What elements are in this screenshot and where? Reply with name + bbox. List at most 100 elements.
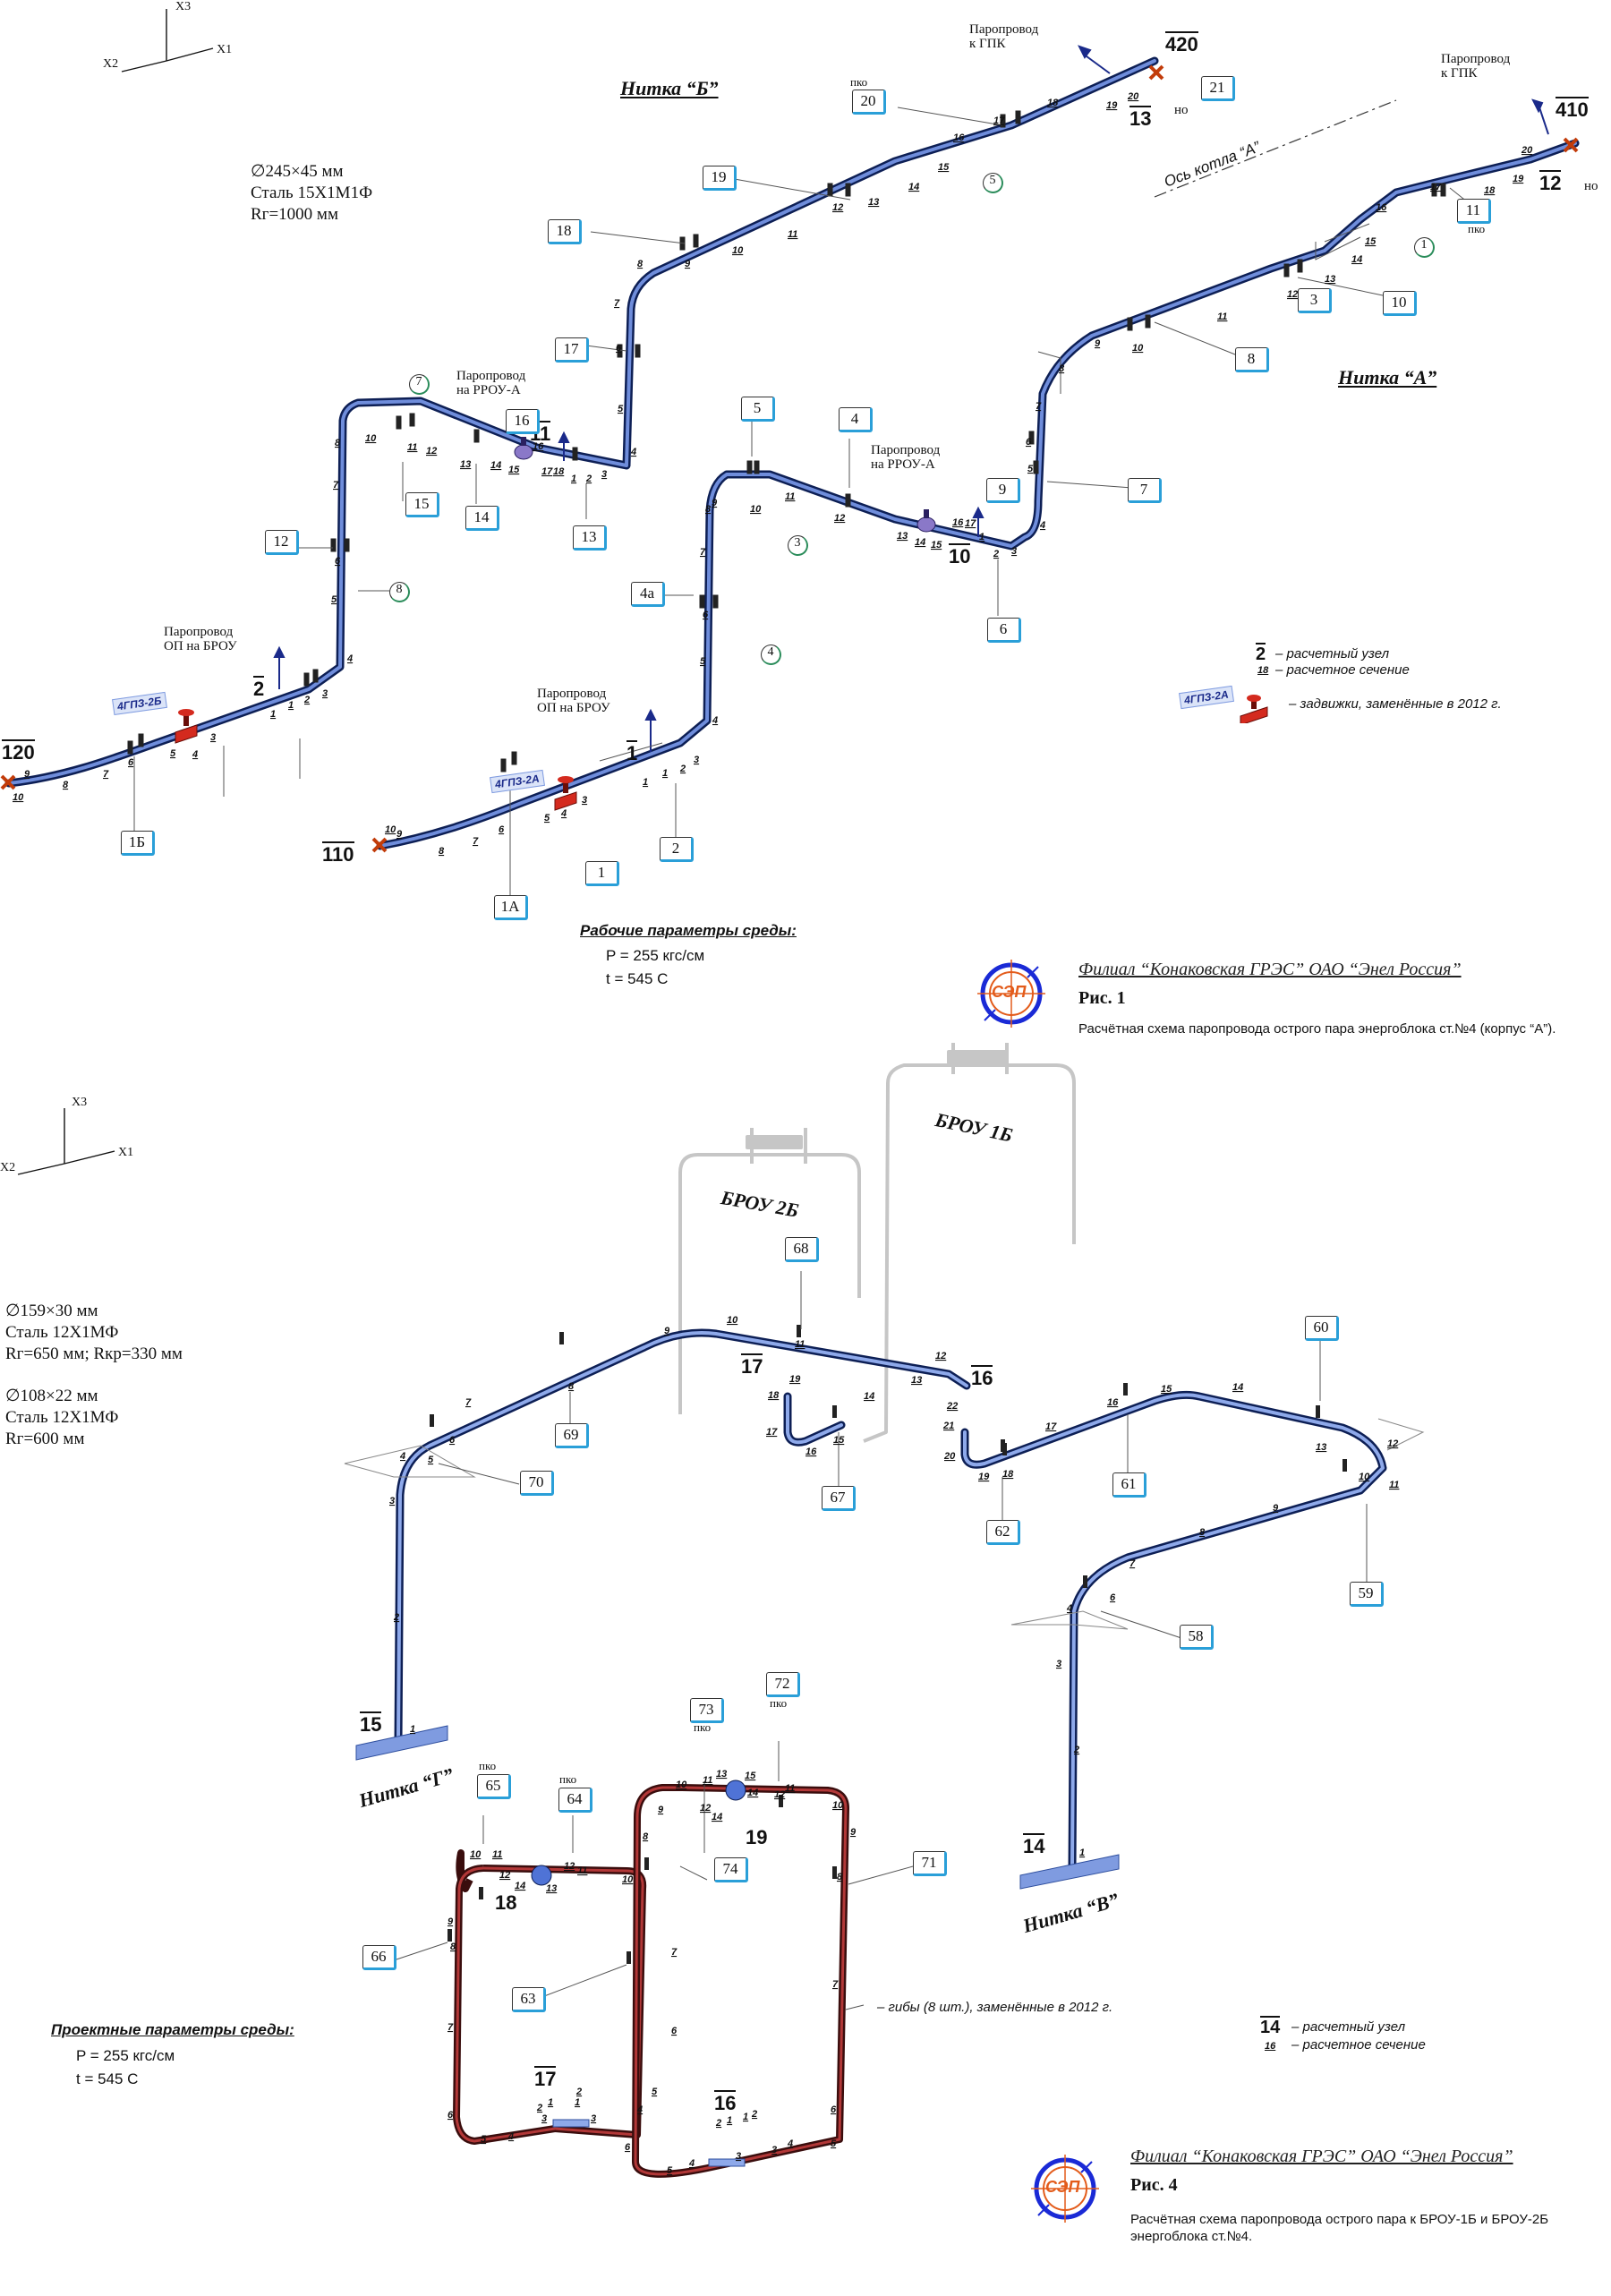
spec4-steel: Сталь 12Х1МФ — [5, 1323, 119, 1342]
svg-text:15: 15 — [745, 1771, 756, 1781]
svg-text:22: 22 — [946, 1401, 958, 1412]
svg-text:9: 9 — [1095, 338, 1101, 349]
support-label-59: 59 — [1350, 1582, 1384, 1607]
svg-text:14: 14 — [1351, 254, 1362, 265]
svg-text:14: 14 — [864, 1391, 874, 1402]
svg-text:9: 9 — [658, 1805, 664, 1815]
spec4-diameter: ∅159×30 мм — [5, 1302, 98, 1320]
legend-node-text: – расчетный узел — [1275, 646, 1390, 661]
anchor-110 — [371, 837, 388, 853]
svg-text:13: 13 — [1325, 274, 1335, 285]
svg-text:11: 11 — [785, 491, 795, 502]
annotation-rrou-a: Паропровод на РРОУ-А — [871, 443, 941, 472]
tees-fig4 — [531, 1780, 746, 2167]
valve-thread-b — [175, 709, 198, 744]
svg-text:13: 13 — [897, 531, 908, 542]
svg-text:18: 18 — [1002, 1469, 1014, 1480]
svg-text:8: 8 — [63, 780, 69, 790]
svg-text:6: 6 — [703, 610, 709, 620]
svg-text:12: 12 — [1387, 1438, 1398, 1449]
node-10: 10 — [949, 543, 971, 568]
svg-text:8: 8 — [450, 1942, 456, 1952]
svg-text:6: 6 — [448, 2110, 454, 2121]
logo-text-fig1: СЭП — [992, 983, 1027, 1001]
svg-text:5: 5 — [652, 2087, 658, 2097]
svg-text:12: 12 — [834, 513, 845, 524]
svg-text:10: 10 — [470, 1849, 482, 1860]
svg-text:9: 9 — [448, 1916, 454, 1927]
pko4-65: пко — [479, 1759, 497, 1772]
svg-text:14: 14 — [747, 1788, 758, 1798]
svg-text:12: 12 — [564, 1861, 575, 1872]
svg-text:14: 14 — [1232, 1382, 1243, 1393]
legend-section-sample: 18 — [1257, 665, 1269, 676]
spec-radius: Rг=1000 мм — [251, 205, 338, 224]
svg-text:16: 16 — [1376, 202, 1387, 213]
svg-text:3: 3 — [210, 732, 216, 743]
svg-text:17: 17 — [993, 115, 1005, 126]
svg-text:5: 5 — [170, 748, 176, 759]
svg-text:3: 3 — [694, 755, 699, 765]
svg-text:10: 10 — [727, 1315, 738, 1326]
svg-text:7: 7 — [614, 298, 620, 309]
legend-node-sample: 2 — [1256, 643, 1266, 664]
param-pressure: P = 255 кгс/см — [606, 947, 705, 964]
support-label-16: 16 — [506, 409, 540, 434]
svg-text:15: 15 — [931, 540, 942, 551]
plane-hints-fig4 — [344, 1418, 1425, 1630]
support-label-18: 18 — [548, 219, 582, 244]
support-label-6: 6 — [987, 618, 1021, 643]
svg-text:11: 11 — [1217, 312, 1227, 322]
svg-text:14: 14 — [908, 182, 919, 192]
thread-b-title: Нитка “Б” — [620, 77, 719, 99]
svg-text:12: 12 — [499, 1870, 510, 1881]
branch-arrows-fig1 — [273, 45, 1549, 752]
valve-thread-a — [554, 776, 577, 811]
node-1: 1 — [626, 740, 638, 764]
pipe-spec-fig4-b: ∅108×22 мм Сталь 12Х1МФ Rг=600 мм — [5, 1386, 118, 1450]
svg-text:8: 8 — [439, 846, 445, 857]
svg-text:6: 6 — [831, 2104, 837, 2115]
spec4b-steel: Сталь 12Х1МФ — [5, 1408, 119, 1427]
legend-section-text: – расчетное сечение — [1275, 662, 1410, 678]
svg-text:10: 10 — [622, 1874, 634, 1885]
svg-text:9: 9 — [396, 829, 403, 840]
svg-text:13: 13 — [546, 1883, 557, 1894]
svg-text:7: 7 — [333, 480, 339, 491]
spec4b-diameter: ∅108×22 мм — [5, 1387, 98, 1405]
svg-text:9: 9 — [850, 1827, 857, 1838]
svg-text:1: 1 — [575, 2097, 580, 2108]
axes-fig1 — [121, 9, 214, 73]
legend4-node-sample: 14 — [1260, 2016, 1281, 2037]
support-label-17: 17 — [555, 337, 589, 363]
svg-text:19: 19 — [789, 1374, 801, 1385]
support-label-70: 70 — [520, 1471, 554, 1496]
support-label-7: 7 — [1128, 478, 1162, 503]
node4-17-bottom: 17 — [534, 2066, 557, 2090]
node4-18: 18 — [495, 1891, 517, 1914]
support-label-64: 64 — [558, 1788, 592, 1813]
svg-text:5: 5 — [331, 594, 337, 605]
support-label-68: 68 — [785, 1237, 819, 1262]
svg-text:1: 1 — [979, 532, 984, 542]
svg-text:16: 16 — [953, 132, 965, 143]
node4-17-top: 17 — [741, 1353, 763, 1378]
pipe-thread-b — [4, 56, 1159, 788]
node4-15: 15 — [360, 1711, 382, 1736]
legend4-node-text: – расчетный узел — [1291, 2019, 1406, 2035]
support-label-13: 13 — [573, 525, 607, 551]
circle-label-7: 7 — [409, 374, 430, 395]
support-label-11: 11 — [1457, 199, 1491, 224]
valve-rrou-a — [916, 509, 936, 533]
caption-fig4: Расчётная схема паропровода острого пара… — [1130, 2212, 1549, 2244]
support-label-73: 73 — [690, 1698, 724, 1723]
svg-text:6: 6 — [1026, 437, 1032, 448]
svg-text:2: 2 — [575, 2087, 582, 2097]
support-label-71: 71 — [913, 1851, 947, 1876]
pipe-fig4-v — [960, 1390, 1387, 1871]
svg-text:12: 12 — [1287, 289, 1298, 300]
leaders-fig4 — [393, 1271, 1368, 2010]
svg-text:12: 12 — [774, 1789, 785, 1800]
logo-sep-icon-fig4 — [1031, 2155, 1099, 2223]
circle-label-4: 4 — [761, 644, 781, 665]
